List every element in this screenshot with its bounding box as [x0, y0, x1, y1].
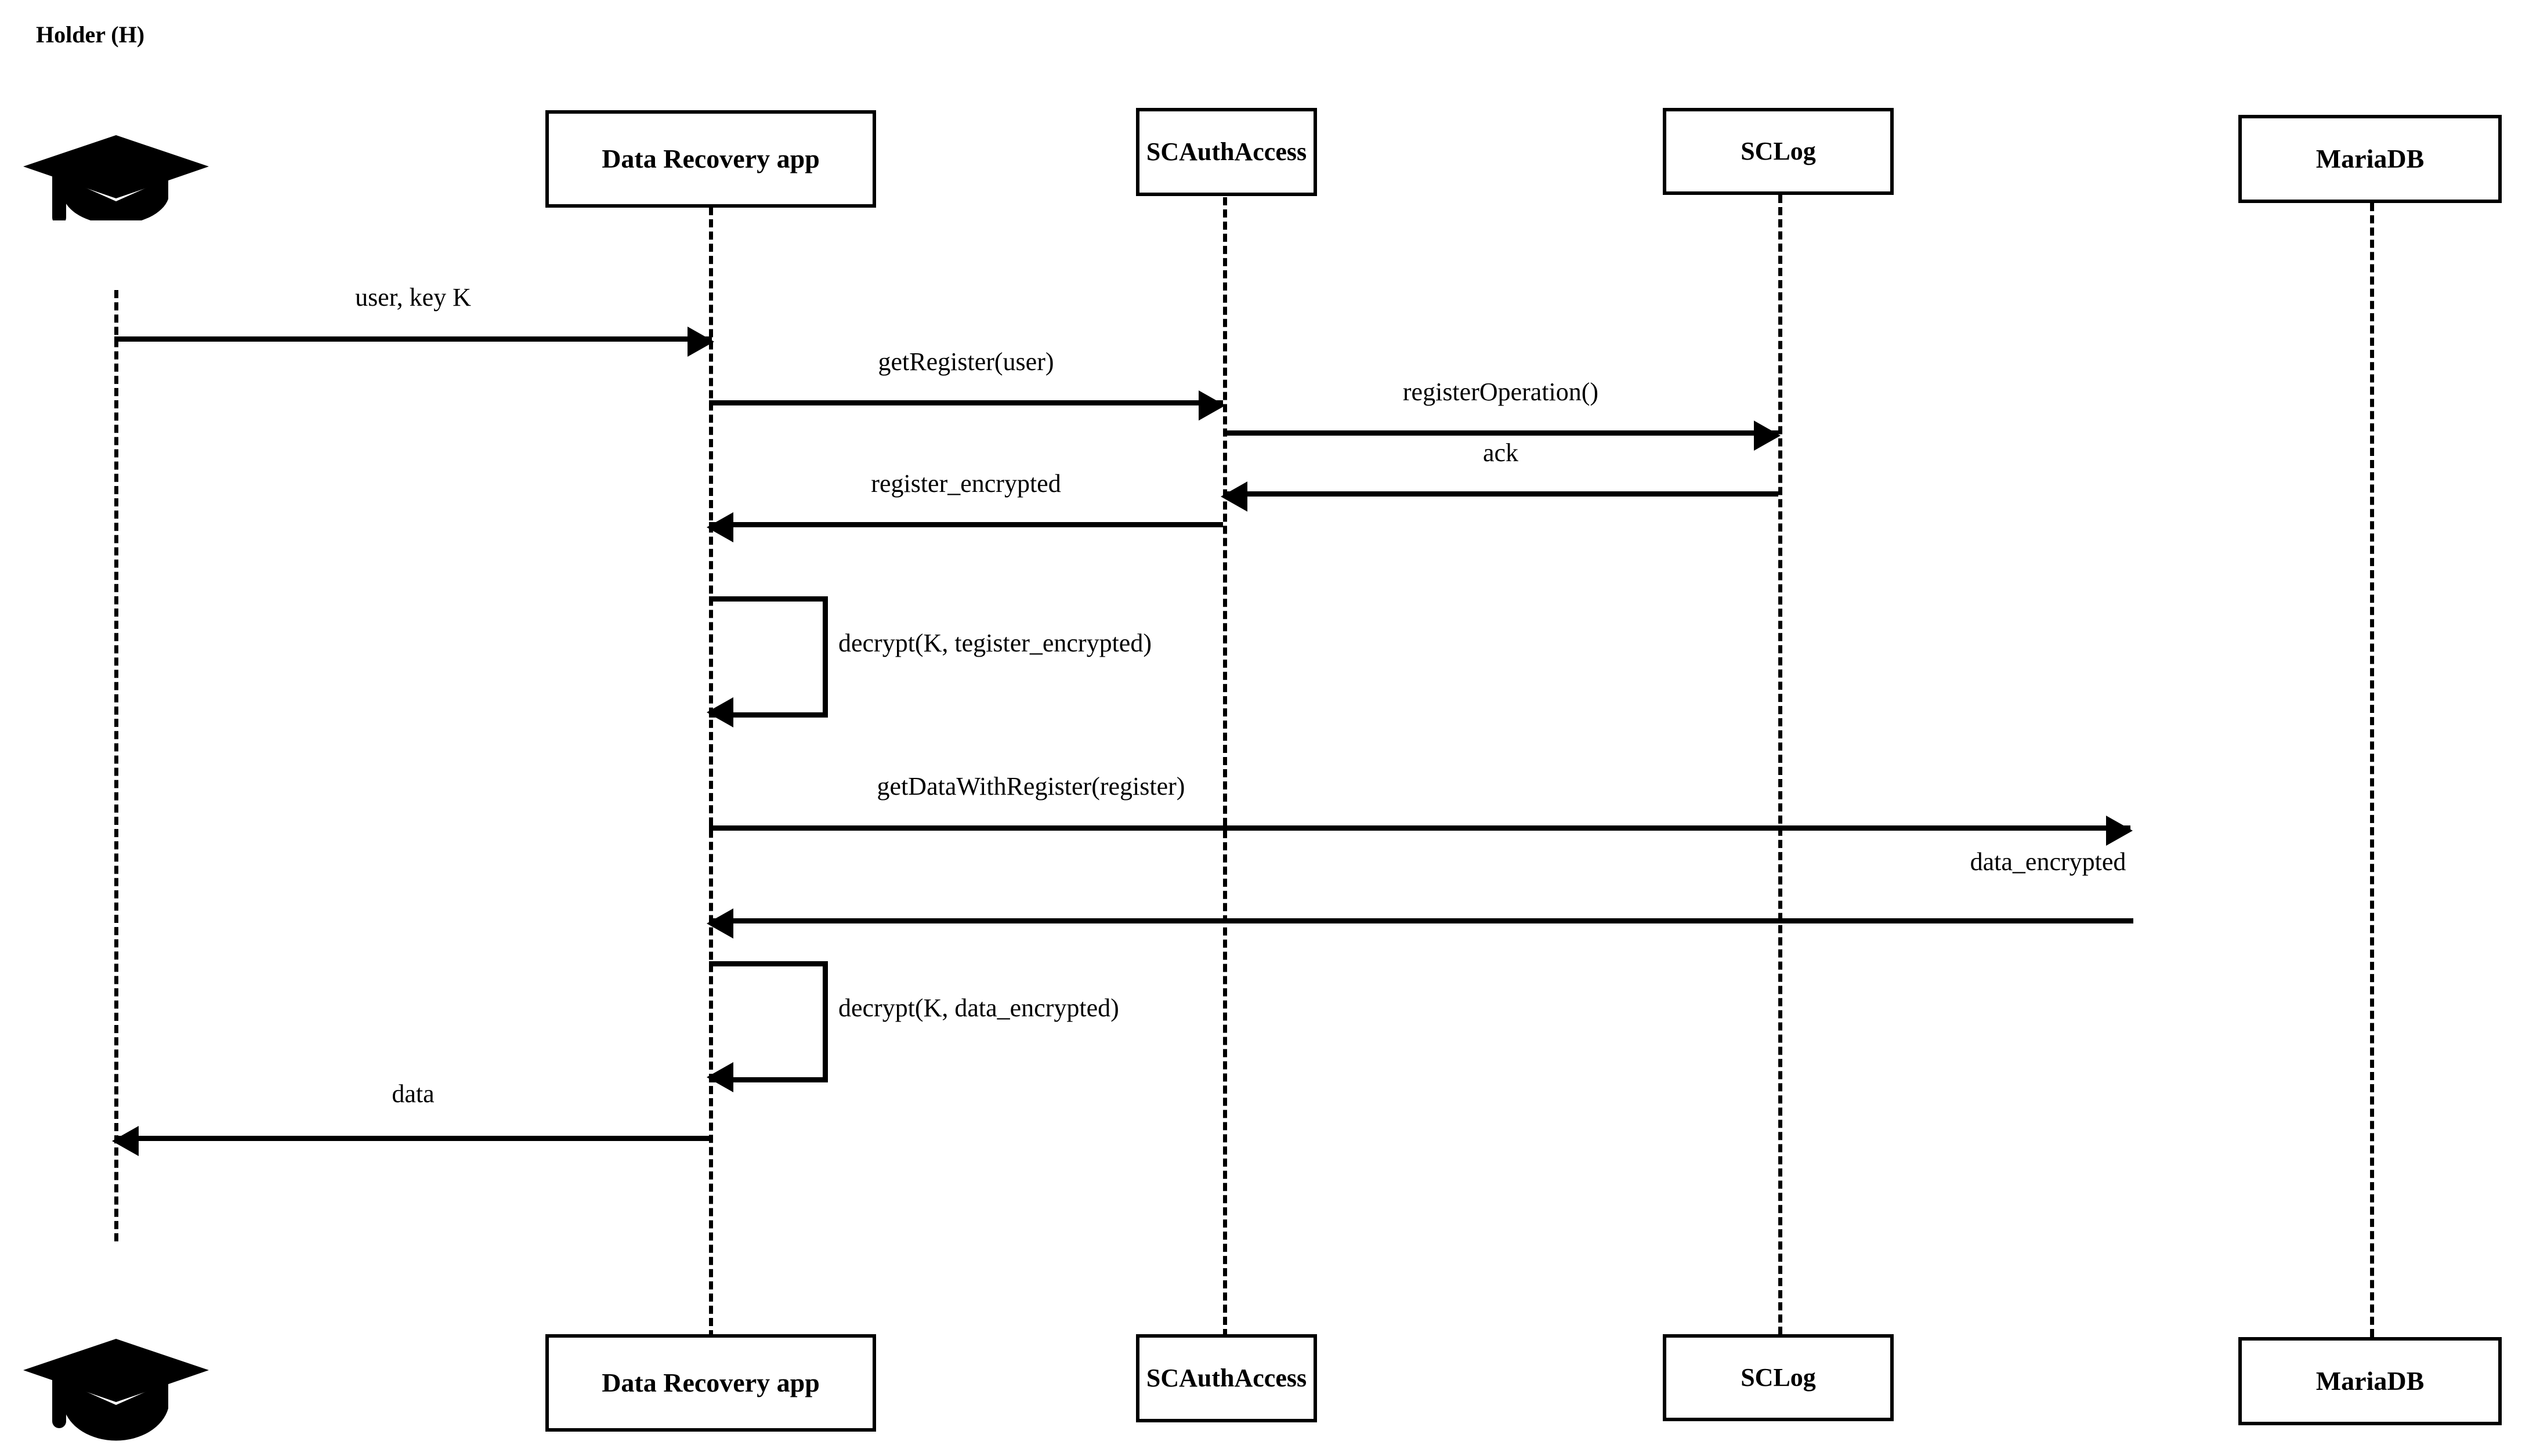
arrowhead-left-icon — [707, 697, 733, 727]
graduation-cap-icon — [23, 135, 209, 224]
lifeline-scauth — [1223, 197, 1227, 1337]
graduation-cap-icon — [23, 1339, 209, 1441]
participant-label: MariaDB — [2315, 144, 2425, 173]
message-label-decrypt-data: decrypt(K, data_encrypted) — [838, 994, 1119, 1022]
message-label-ack: ack — [1482, 439, 1519, 467]
participant-box-sclog-top[interactable]: SCLog — [1663, 108, 1894, 195]
participant-box-app-top[interactable]: Data Recovery app — [545, 110, 876, 208]
self-message-decrypt-data — [707, 961, 828, 1092]
message-arrow-getregister — [709, 390, 1225, 421]
participant-box-mariadb-top[interactable]: MariaDB — [2238, 115, 2502, 203]
participant-box-scauth-bottom[interactable]: SCAuthAccess — [1136, 1334, 1317, 1422]
arrowhead-right-icon — [2106, 816, 2133, 846]
arrowhead-right-icon — [1754, 421, 1781, 451]
message-arrow-getdatawithregister — [709, 816, 2133, 846]
participant-label: SCLog — [1741, 1363, 1816, 1392]
participant-label: MariaDB — [2315, 1366, 2425, 1396]
arrowhead-left-icon — [1221, 481, 1247, 512]
page-title: Holder (H) — [36, 21, 145, 48]
lifeline-sclog — [1778, 195, 1782, 1335]
self-loop-top-segment — [709, 596, 828, 602]
participant-label: Data Recovery app — [602, 144, 820, 173]
message-label-registeroperation: registerOperation() — [1402, 378, 1599, 406]
self-loop-top-segment — [709, 961, 828, 966]
self-loop-bottom-segment — [709, 712, 828, 718]
message-label-decrypt-register: decrypt(K, tegister_encrypted) — [838, 629, 1152, 657]
participant-box-scauth-top[interactable]: SCAuthAccess — [1136, 108, 1317, 196]
arrowhead-right-icon — [1199, 390, 1225, 421]
arrowhead-right-icon — [688, 327, 714, 357]
message-arrow-data — [112, 1126, 712, 1156]
message-label-data-encrypted: data_encrypted — [1970, 847, 2126, 876]
arrowhead-left-icon — [707, 908, 733, 939]
actor-holder-top — [20, 131, 212, 224]
arrowhead-left-icon — [707, 512, 733, 542]
lifeline-holder — [114, 290, 118, 1241]
message-label-data: data — [392, 1080, 435, 1108]
participant-label: SCAuthAccess — [1146, 137, 1307, 166]
message-arrow-data-encrypted — [707, 908, 2133, 939]
participant-box-app-bottom[interactable]: Data Recovery app — [545, 1334, 876, 1432]
participant-label: SCAuthAccess — [1146, 1364, 1307, 1392]
message-arrow-user-key-k — [114, 327, 714, 357]
self-loop-right-segment — [823, 596, 828, 712]
arrowhead-left-icon — [707, 1062, 733, 1092]
lifeline-app — [709, 207, 713, 1338]
message-arrow-ack — [1221, 481, 1778, 512]
self-loop-bottom-segment — [709, 1077, 828, 1082]
message-arrow-register-encrypted — [707, 512, 1223, 542]
message-label-getregister: getRegister(user) — [878, 347, 1054, 376]
self-message-decrypt-register — [707, 596, 828, 727]
actor-holder-bottom — [20, 1334, 212, 1456]
self-loop-right-segment — [823, 961, 828, 1077]
participant-box-mariadb-bottom[interactable]: MariaDB — [2238, 1337, 2502, 1425]
message-label-register-encrypted: register_encrypted — [871, 469, 1061, 498]
message-label-getdatawithregister: getDataWithRegister(register) — [877, 772, 1185, 801]
arrowhead-left-icon — [112, 1126, 139, 1156]
participant-label: SCLog — [1741, 137, 1816, 165]
message-arrow-registeroperation — [1223, 421, 1781, 451]
participant-box-sclog-bottom[interactable]: SCLog — [1663, 1334, 1894, 1421]
message-label-user-key-k: user, key K — [355, 283, 471, 312]
lifeline-mariadb — [2370, 203, 2374, 1337]
participant-label: Data Recovery app — [602, 1368, 820, 1397]
